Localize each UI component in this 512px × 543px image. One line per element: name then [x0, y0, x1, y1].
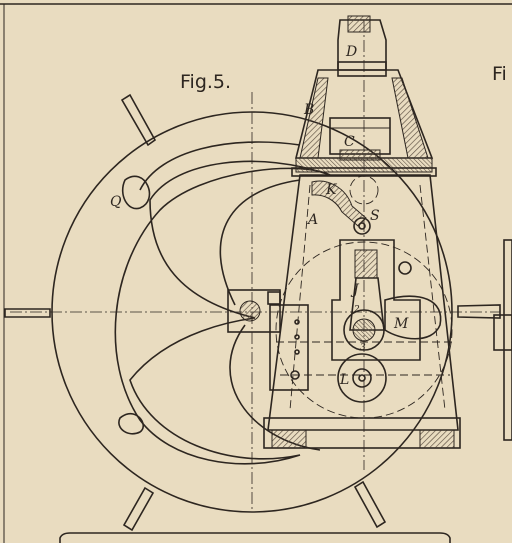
piston-block [329, 117, 391, 155]
machine-base [263, 417, 461, 449]
spindle-collar [337, 61, 387, 77]
flywheel-hub [239, 300, 261, 322]
figure-title: Fig.5. [180, 71, 231, 93]
handle-left [4, 308, 51, 318]
lower-wheel [337, 353, 387, 403]
handle-right [457, 304, 501, 319]
flywheel-outer-rim [51, 111, 453, 513]
column-inner-edge-right [419, 184, 446, 411]
flywheel-cam-edge-upper [139, 141, 301, 191]
label-S: S [370, 208, 380, 224]
lower-wheel-axle [358, 374, 366, 382]
base-foot-right [419, 429, 455, 449]
machine-column-body [267, 174, 459, 431]
plate-rivet-3 [294, 349, 300, 355]
lower-wheel-hub [352, 368, 372, 388]
hub-bracket [227, 289, 281, 333]
pivot-pin [353, 217, 371, 235]
label-C: C [344, 134, 355, 150]
piston-plate [339, 149, 381, 161]
handle-lower-right [353, 480, 387, 529]
eccentric-hub [352, 318, 376, 342]
label-K: K [325, 182, 338, 198]
slider-block [354, 249, 378, 279]
crank-path-circle [275, 241, 453, 419]
lower-figure-edge [59, 532, 451, 543]
plate-rivet-1 [294, 319, 300, 325]
adjacent-figure-title: Fi [492, 63, 507, 85]
label-L: L [339, 372, 349, 388]
pivot-pin-center [358, 222, 366, 230]
base-foot-left [271, 429, 307, 449]
plate-bolt [290, 370, 300, 380]
handle-lower-left [122, 486, 155, 532]
link-arm [311, 180, 367, 227]
mounting-plate [269, 304, 309, 391]
head-wall-right [391, 77, 429, 159]
label-3: 3 [360, 343, 366, 353]
side-bolt [398, 261, 412, 275]
adjacent-figure-edge [503, 239, 512, 441]
label-2: 2 [353, 305, 360, 315]
eccentric-cam [384, 295, 442, 340]
plate-rivet-2 [294, 334, 300, 340]
flywheel-cam-inner-curve [219, 179, 301, 306]
eccentric-disc [343, 309, 385, 351]
label-A: A [306, 212, 318, 228]
flywheel-cam-tip-lower [118, 412, 144, 435]
label-Q: Q [110, 194, 122, 210]
link-pivot-dashed [349, 175, 379, 205]
head-wall-left [299, 77, 329, 159]
handle-upper-left [120, 93, 157, 147]
flywheel-cam-tip-upper [121, 175, 151, 210]
spindle-cap [347, 15, 371, 33]
hub-bracket-slot [267, 291, 281, 305]
label-J: J [350, 282, 360, 298]
column-inner-edge-left [289, 184, 311, 411]
label-D: D [345, 44, 357, 60]
slider-frame [331, 239, 421, 361]
label-M: M [393, 316, 409, 332]
label-B: B [303, 102, 314, 118]
adjacent-figure-boss [493, 314, 512, 351]
